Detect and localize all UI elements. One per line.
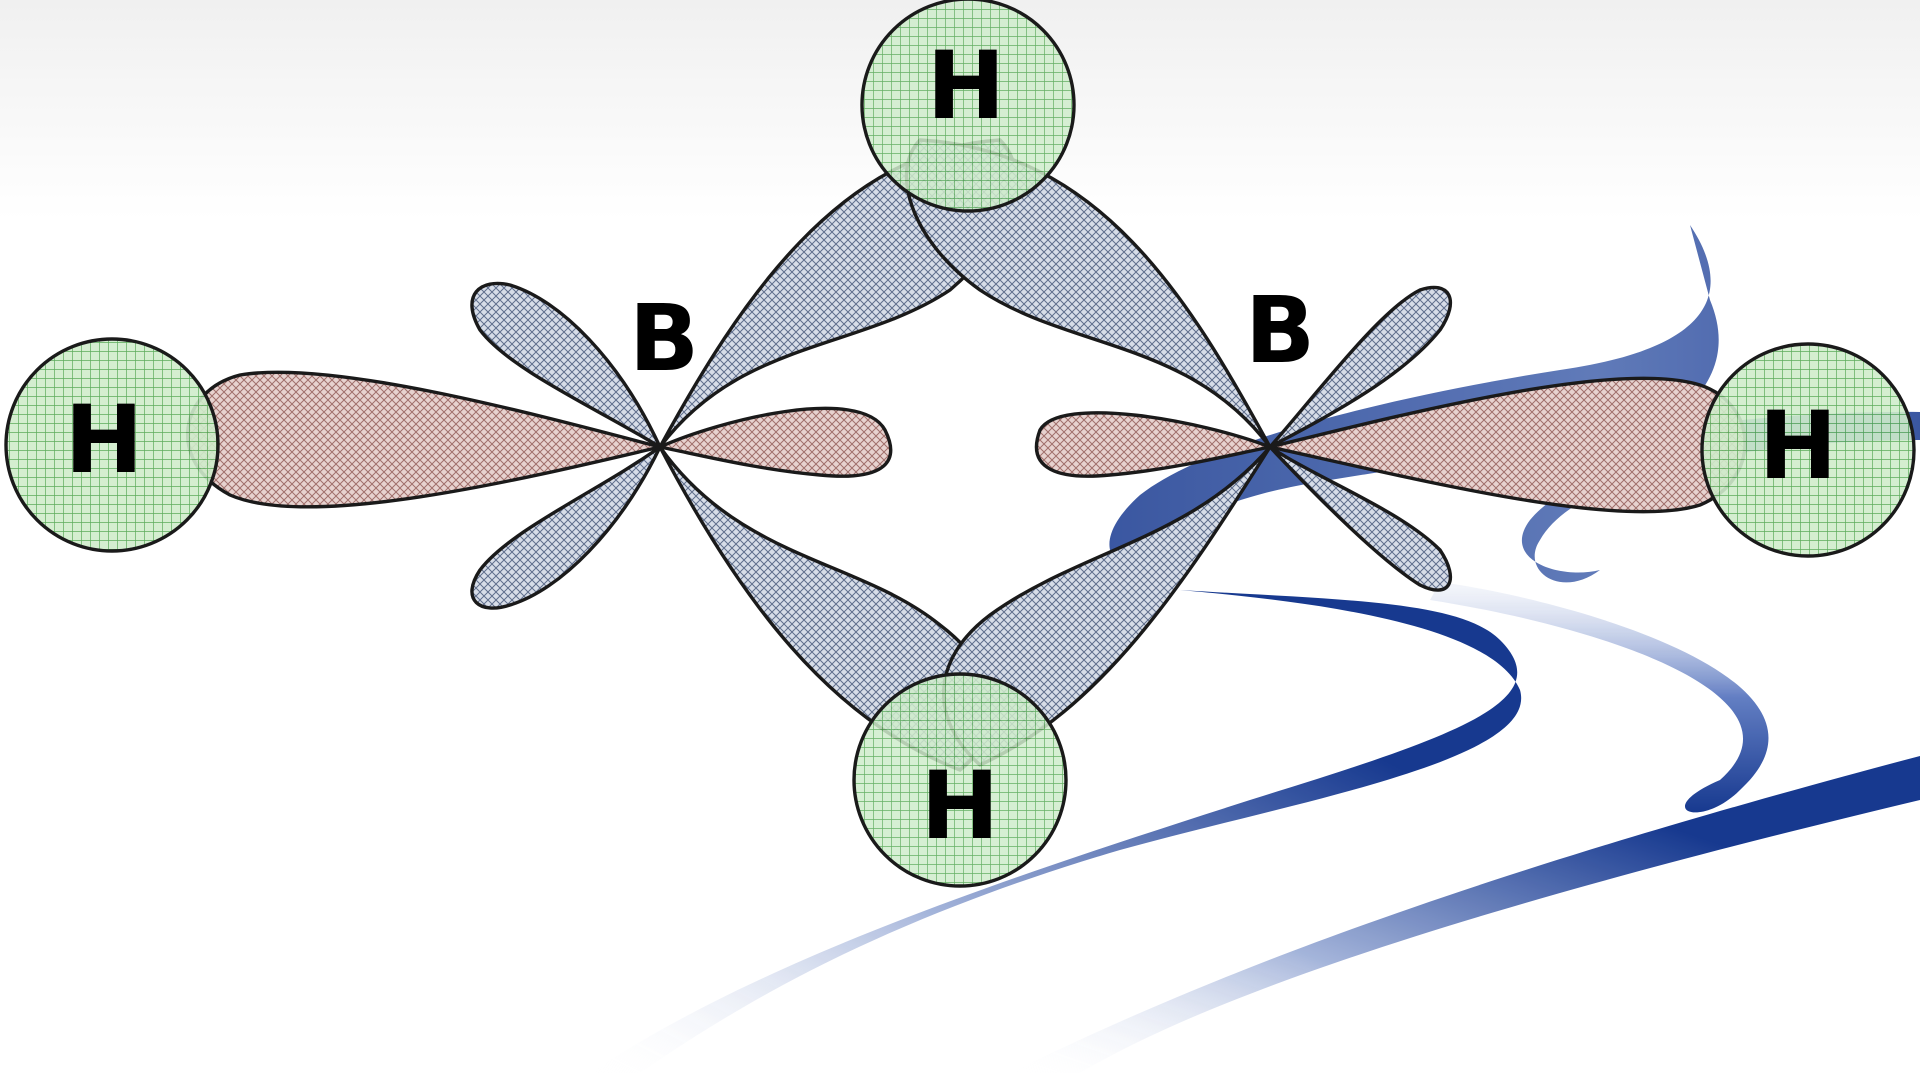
swoosh-middle — [1430, 582, 1769, 813]
lobe-right-boron-lower — [1268, 445, 1452, 592]
terminal-sigma-lobes — [186, 370, 1747, 514]
label-b-left: B — [629, 285, 699, 392]
swoosh-lower-right — [1010, 756, 1920, 1073]
hydrogen-orbital-bridge-bottom — [852, 672, 1068, 888]
swoosh-lower-left — [590, 590, 1522, 1073]
hydrogen-orbital-bridge-top — [860, 0, 1076, 213]
label-h-terminal-left: H — [65, 386, 144, 495]
label-h-bridge-bottom: H — [921, 752, 1000, 861]
label-b-right: B — [1245, 277, 1315, 384]
lobe-right-boron-upper — [1268, 285, 1452, 449]
hydrogen-orbital-terminal-left — [4, 337, 220, 553]
boron-side-lobes — [470, 281, 1452, 610]
lobe-left-boron-lower — [470, 445, 662, 610]
sigma-backlobe-left — [654, 406, 893, 478]
atom-labels: H H H H B B — [65, 32, 1838, 861]
hydrogen-orbital-terminal-right — [1700, 342, 1916, 558]
lobe-left-boron-upper — [470, 281, 664, 452]
label-h-terminal-right: H — [1759, 392, 1838, 501]
sigma-backlobe-right — [1034, 411, 1277, 478]
label-h-bridge-top: H — [927, 32, 1006, 141]
hydrogen-orbitals — [4, 0, 1916, 888]
